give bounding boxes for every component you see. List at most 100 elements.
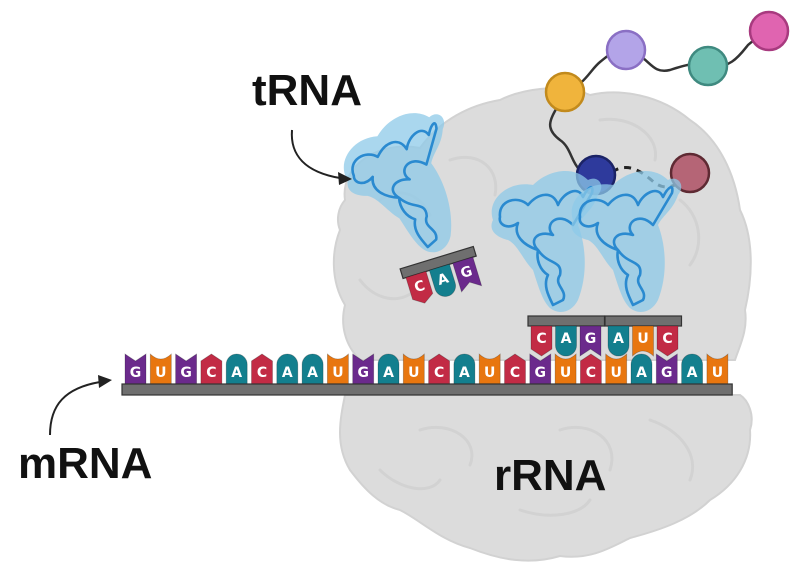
mrna-nucleotide: C	[580, 353, 602, 385]
mrna-nucleotide: A	[276, 353, 299, 385]
nucleotide-letter: G	[180, 365, 192, 381]
nucleotide-letter: A	[436, 270, 451, 289]
mrna-nucleotide: A	[453, 353, 476, 385]
mrna-nucleotide: U	[327, 353, 349, 385]
anticodon-nucleotide: A	[555, 325, 577, 357]
mrna-label: mRNA	[18, 439, 152, 488]
nucleotide-letter: C	[536, 331, 546, 347]
nucleotide-shape	[579, 325, 602, 357]
nucleotide-letter: U	[637, 331, 648, 347]
nucleotide-letter: A	[307, 365, 318, 381]
nucleotide-letter: A	[282, 365, 293, 381]
nucleotide-shape	[607, 325, 630, 357]
nucleotide-shape	[530, 325, 553, 357]
mrna-nucleotide: U	[554, 353, 577, 385]
nucleotide-shape	[225, 353, 248, 385]
nucleotide-letter: G	[459, 263, 475, 282]
nucleotide-letter: A	[459, 365, 470, 381]
nucleotide-shape	[402, 353, 425, 385]
anticodon-nucleotide: C	[405, 270, 434, 304]
mrna-nucleotide: U	[149, 353, 172, 385]
mrna-nucleotide: A	[681, 353, 703, 385]
nucleotide-shape	[276, 353, 299, 385]
forming-peptide-bond	[611, 166, 690, 189]
mrna-arrow	[49, 381, 101, 436]
nucleotide-letter: U	[712, 365, 723, 381]
mrna-nucleotide: C	[251, 353, 273, 385]
trna-strand	[578, 185, 674, 307]
nucleotide-letter: C	[510, 365, 520, 381]
nucleotide-shape	[681, 353, 703, 385]
nucleotide-shape	[554, 353, 577, 385]
nucleotide-letter: C	[413, 278, 428, 296]
nucleotide-shape	[478, 353, 501, 385]
nucleotide-shape	[377, 353, 400, 385]
anticodon-nucleotide: C	[656, 325, 679, 357]
anticodon-backbone	[527, 315, 606, 327]
nucleotide-shape	[428, 263, 456, 297]
nucleotide-letter: G	[535, 365, 547, 381]
nucleotide-letter: G	[357, 365, 369, 381]
anticodon-backbone	[604, 315, 683, 327]
mrna-nucleotide: A	[377, 353, 400, 385]
nucleotide-shape	[656, 325, 679, 357]
nucleotide-letter: A	[383, 365, 394, 381]
mrna-nucleotide: U	[605, 353, 628, 385]
nucleotide-letter: G	[585, 331, 597, 347]
mrna-nucleotide: U	[478, 353, 501, 385]
trna-label: tRNA	[252, 66, 362, 115]
nucleotide-shape	[405, 270, 434, 304]
nucleotide-shape	[632, 325, 654, 357]
trna-arrow	[290, 129, 341, 179]
nucleotide-letter: C	[434, 365, 444, 381]
mrna-nucleotide: A	[301, 353, 324, 385]
annotation-arrows	[49, 129, 352, 436]
nucleotide-letter: G	[130, 365, 142, 381]
rrna-label: rRNA	[494, 451, 606, 500]
mrna-backbone	[121, 383, 733, 396]
nucleotide-letter: A	[636, 365, 647, 381]
trna-strand	[351, 122, 438, 249]
mrna-nucleotide: C	[504, 353, 526, 385]
nucleotide-letter: U	[560, 365, 571, 381]
mrna-nucleotide: A	[630, 353, 653, 385]
nucleotide-letter: A	[613, 331, 624, 347]
mrna-arrowhead-icon	[98, 375, 112, 388]
nucleotide-shape	[605, 353, 628, 385]
nucleotide-shape	[327, 353, 349, 385]
nucleotide-letter: A	[561, 331, 572, 347]
nucleotide-shape	[453, 353, 476, 385]
amino-acid	[605, 29, 647, 71]
nucleotide-shape	[630, 353, 653, 385]
mrna-nucleotide: U	[706, 353, 729, 385]
nucleotide-letter: U	[408, 365, 419, 381]
amino-acid	[687, 45, 729, 87]
nucleotide-letter: A	[687, 365, 698, 381]
nucleotide-shape	[301, 353, 324, 385]
peptide-chain	[544, 10, 790, 196]
incoming-amino-acid	[669, 152, 711, 194]
trna-body	[571, 170, 682, 312]
anticodon-nucleotide: G	[452, 256, 483, 293]
anticodon-nucleotide: U	[632, 325, 654, 357]
nucleotide-letter: C	[662, 331, 672, 347]
anticodon-nucleotide: G	[579, 325, 602, 357]
ribosome-small-subunit	[339, 394, 753, 562]
anticodon-nucleotide: C	[530, 325, 553, 357]
nucleotide-letter: G	[661, 365, 673, 381]
mrna-nucleotide: C	[200, 353, 223, 385]
trna-body	[343, 113, 452, 253]
mrna-nucleotide: A	[225, 353, 248, 385]
nucleotide-shape	[706, 353, 729, 385]
nucleotide-letter: C	[206, 365, 216, 381]
anticodon-nucleotide: A	[607, 325, 630, 357]
nucleotide-shape	[149, 353, 172, 385]
mrna-nucleotide: G	[175, 353, 197, 385]
